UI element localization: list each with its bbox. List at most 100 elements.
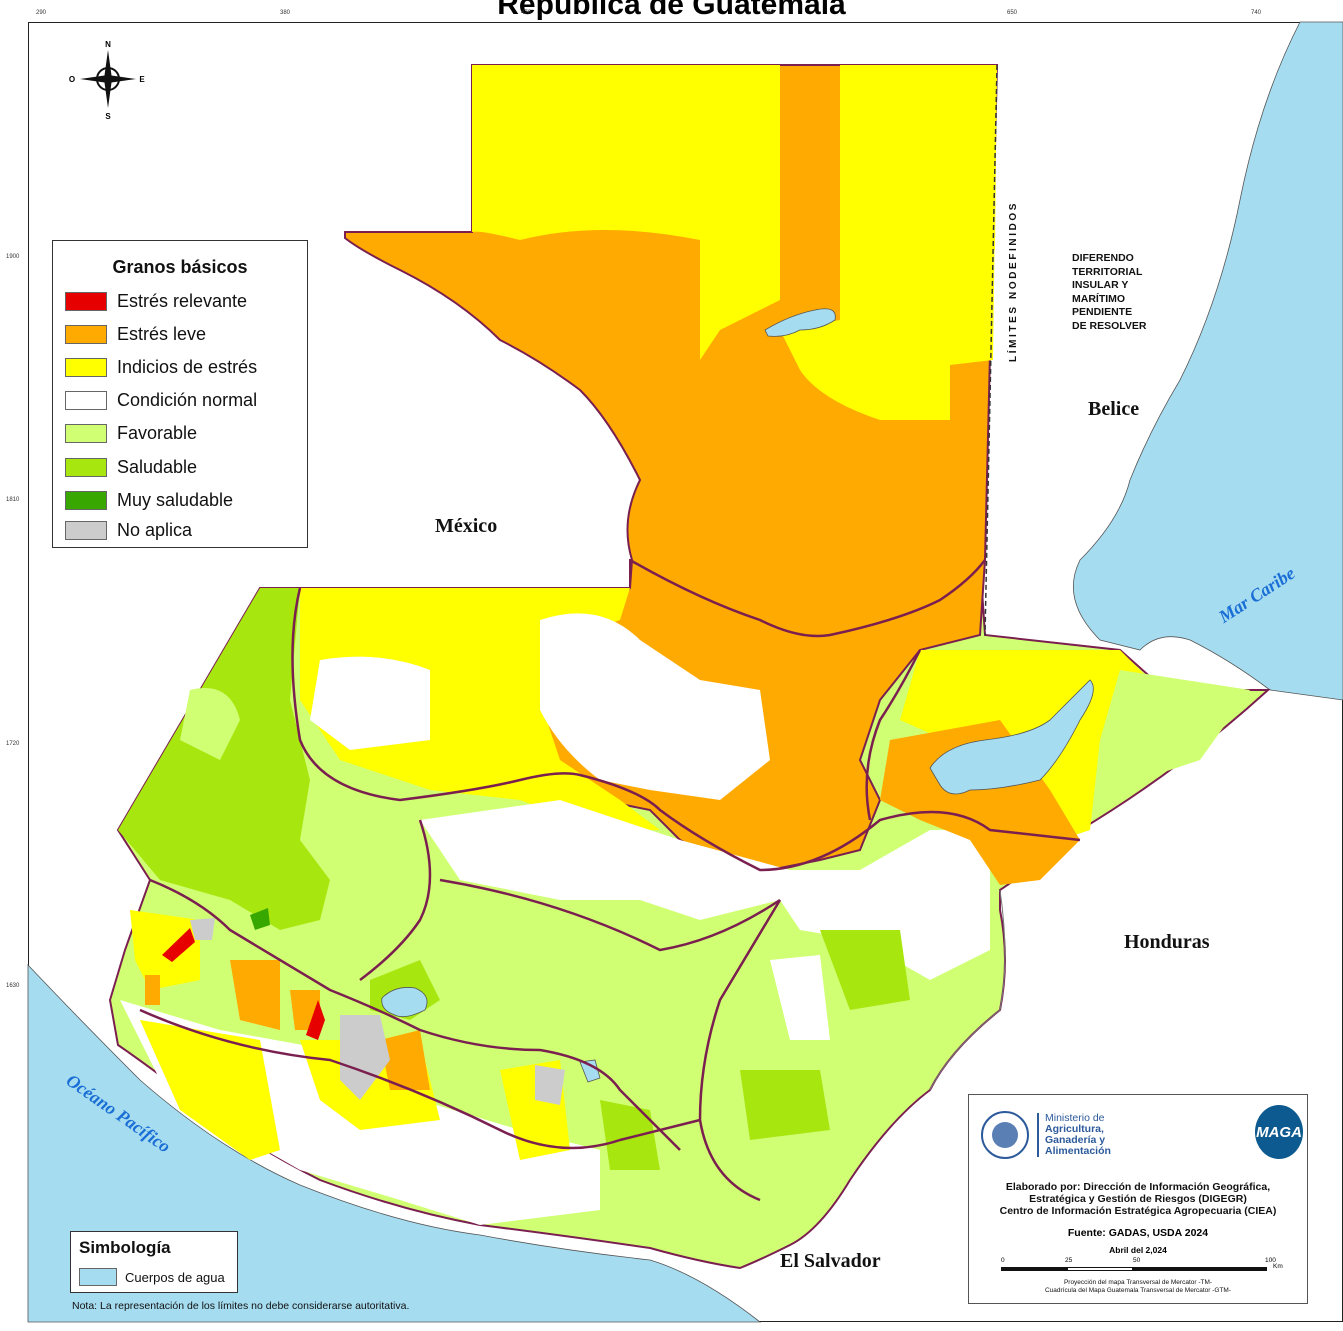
grid-tick-left: 1810 <box>6 497 20 503</box>
coast-yellow-1 <box>140 1020 280 1160</box>
legend-label: Condición normal <box>117 389 258 410</box>
izabal-favorable <box>1100 670 1250 790</box>
huehuetenango-green <box>118 588 330 930</box>
ministry-line: Agricultura, <box>1045 1123 1104 1135</box>
ministry-logo: Ministerio de Agricultura, Ganadería y A… <box>981 1111 1111 1159</box>
sw-orange-1 <box>230 960 280 1030</box>
caribbean-sea <box>1073 21 1343 701</box>
legend-title: Granos básicos <box>112 257 248 277</box>
east-white-2 <box>770 955 830 1040</box>
compass-s: S <box>105 112 111 121</box>
red-2 <box>306 1000 325 1040</box>
ministry-line: Ministerio de <box>1045 1112 1105 1124</box>
simbologia-title: Simbología <box>79 1238 171 1257</box>
boundary-south <box>139 1008 701 1150</box>
legend-swatch <box>65 520 107 540</box>
honduras-border <box>929 889 1006 1091</box>
label-belice: Belice <box>1088 398 1140 420</box>
legend-item: Condición normal <box>65 388 257 412</box>
fuente: Fuente: GADAS, USDA 2024 <box>1067 1227 1209 1239</box>
lake-atitlan <box>381 987 428 1018</box>
label-limites-no-definidos: LÍMITES NODEFINIDOS <box>1008 200 1019 362</box>
grid-tick-top: 290 <box>36 10 47 16</box>
legend-swatch <box>65 390 107 410</box>
legend-swatch <box>65 324 107 344</box>
simbologia-label: Cuerpos de agua <box>125 1269 225 1285</box>
boundary-franja <box>629 558 986 638</box>
legend-label: Estrés leve <box>117 323 207 344</box>
elaborado-por: Elaborado por: Dirección de Información … <box>999 1181 1277 1217</box>
sololá-white <box>310 656 430 750</box>
grey-2 <box>535 1065 565 1105</box>
legend-swatch <box>65 357 107 377</box>
legend-swatch <box>65 457 107 477</box>
izabal-orange <box>880 720 1080 885</box>
lake-amatitlan <box>579 1059 601 1083</box>
boundary-central <box>149 878 681 1151</box>
compass-o: O <box>69 75 75 84</box>
grid-tick-top: 740 <box>1251 10 1262 16</box>
label-honduras: Honduras <box>1124 931 1210 953</box>
sw-orange-2 <box>380 1030 430 1090</box>
grid-tick-left: 1630 <box>6 983 20 989</box>
legend-swatch <box>65 490 107 510</box>
ministry-line: Alimentación <box>1045 1145 1111 1157</box>
water-swatch <box>79 1268 117 1286</box>
lake-izabal <box>929 679 1094 795</box>
disclaimer-note: Nota: La representación de los límites n… <box>72 1300 410 1312</box>
legend-item: Favorable <box>65 421 197 445</box>
guatemala-seal-icon <box>981 1111 1029 1159</box>
dark-green <box>250 908 270 930</box>
legend-label: Muy saludable <box>117 489 234 510</box>
compass-n: N <box>105 40 111 49</box>
scale-bar: 0 25 50 100 Km <box>1001 1257 1283 1271</box>
legend-item: Muy saludable <box>65 488 233 512</box>
legend-item: Saludable <box>65 455 197 479</box>
grid-tick-left: 1720 <box>6 741 20 747</box>
grey-1 <box>340 1015 390 1100</box>
franja-yellow <box>300 588 660 830</box>
legend-label: Estrés relevante <box>117 290 248 311</box>
label-el-salvador: El Salvador <box>780 1250 881 1272</box>
boundary-mid <box>359 819 781 981</box>
grid-tick-top: 470 <box>521 10 532 16</box>
legend-item: Estrés leve <box>65 322 206 346</box>
label-mexico: México <box>435 515 498 537</box>
red-1 <box>162 928 195 962</box>
east-saludable-1 <box>820 930 910 1010</box>
grid-tick-top: 380 <box>280 10 291 16</box>
legend-swatch <box>65 423 107 443</box>
west-yellow <box>130 910 200 990</box>
lake-peten-itza <box>764 308 836 337</box>
compass-rose-icon: N S O E <box>69 40 145 121</box>
map-title: República de Guatemala <box>497 0 846 21</box>
projection-note: Proyección del mapa Transversal de Merca… <box>1044 1279 1232 1294</box>
legend-label: Favorable <box>117 422 198 443</box>
boundary-north <box>291 587 1081 872</box>
boundary-east <box>698 899 782 1202</box>
legend-item: No aplica <box>65 518 192 542</box>
legend-item: Indicios de estrés <box>65 355 257 379</box>
simbologia-item: Cuerpos de agua <box>79 1268 225 1286</box>
legend-swatch <box>65 291 107 311</box>
alta-verapaz-white <box>540 613 770 800</box>
sw-orange-4 <box>145 975 160 1005</box>
credits-box: Ministerio de Agricultura, Ganadería y A… <box>968 1094 1308 1304</box>
boundary-izabal <box>865 649 922 821</box>
peten-north-yellow <box>472 65 780 360</box>
legend: Granos básicos Estrés relevante Estrés l… <box>52 240 308 548</box>
legend-label: Indicios de estrés <box>117 356 258 377</box>
east-saludable-2 <box>740 1070 830 1140</box>
legend-label: Saludable <box>117 456 198 477</box>
ministry-line: Ganadería y <box>1045 1134 1106 1146</box>
legend-label: No aplica <box>117 519 193 540</box>
belize-border <box>984 64 998 636</box>
maga-logo: MAGA <box>1255 1105 1303 1159</box>
peten-ne-white <box>905 65 997 260</box>
grid-tick-left: 1900 <box>6 254 20 260</box>
south-saludable <box>600 1100 660 1170</box>
legend-item: Estrés relevante <box>65 289 247 313</box>
fecha: Abril del 2,024 <box>1109 1245 1167 1255</box>
grey-3 <box>190 918 215 940</box>
grid-tick-top: 650 <box>1007 10 1018 16</box>
